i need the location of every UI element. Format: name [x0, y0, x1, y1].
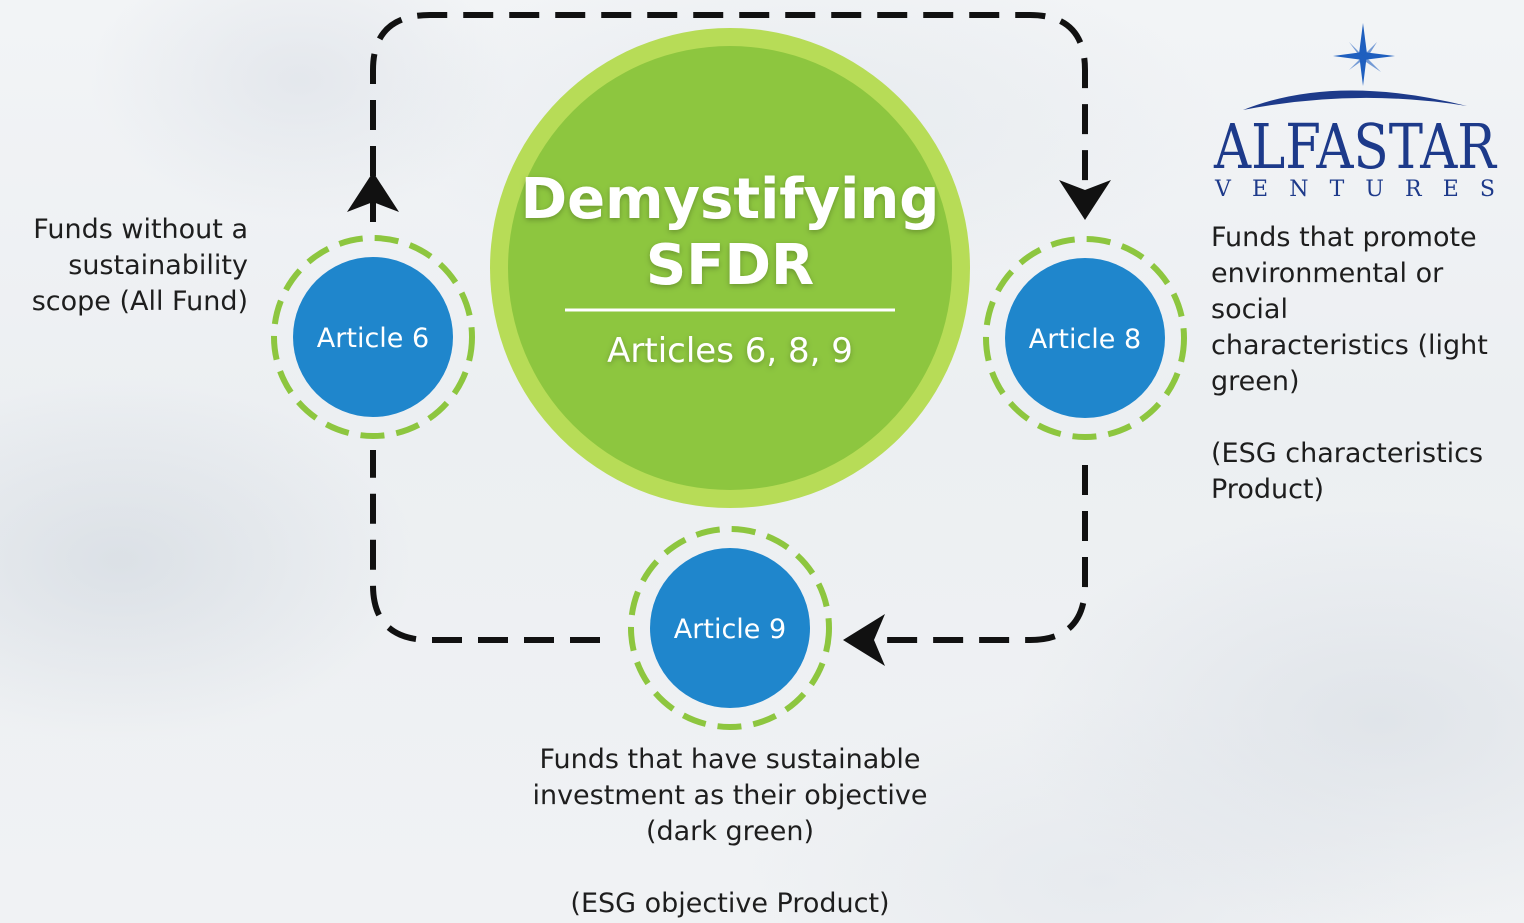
logo-name: ALFASTAR: [1213, 110, 1498, 183]
article-6-label: Article 6: [317, 323, 429, 354]
article-9-description: Funds that have sustainable investment a…: [532, 744, 928, 919]
article-6-dashed-ring: [271, 235, 475, 439]
article-8-description: Funds that promote environmental or soci…: [1211, 222, 1488, 505]
alfastar-logo: ALFASTAR VENTURES: [1213, 23, 1498, 202]
arrowheads: [347, 172, 1111, 666]
article-8-node: Article 8: [983, 236, 1187, 440]
article-6-node: Article 6: [271, 235, 475, 439]
arrowhead-down-icon: [1059, 180, 1111, 220]
arrow-right: [880, 465, 1088, 643]
cycle-arrows: [370, 12, 1088, 643]
center-title-line1: Demystifying: [521, 167, 940, 232]
arrowhead-left-icon: [843, 614, 885, 666]
center-subtitle: Articles 6, 8, 9: [607, 331, 853, 371]
arrow-left: [370, 450, 600, 643]
center-circle: Demystifying SFDR Articles 6, 8, 9: [490, 28, 970, 508]
article-9-label: Article 9: [674, 614, 786, 645]
article-8-dashed-ring: [983, 236, 1187, 440]
article-6-description: Funds without a sustainability scope (Al…: [31, 214, 248, 317]
article-8-label: Article 8: [1029, 324, 1141, 355]
arrowhead-up-icon: [347, 172, 399, 212]
arrow-top: [370, 12, 1088, 222]
star-icon: [1333, 23, 1395, 86]
logo-arc: [1243, 90, 1467, 110]
center-title-line2: SFDR: [646, 233, 814, 298]
article-9-dashed-ring: [628, 526, 832, 730]
article-9-node: Article 9: [628, 526, 832, 730]
